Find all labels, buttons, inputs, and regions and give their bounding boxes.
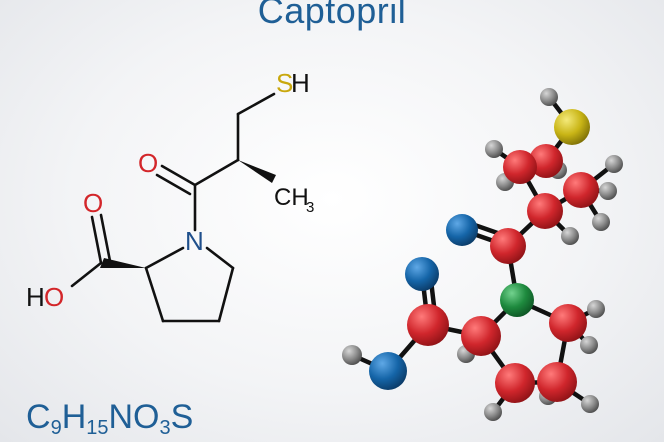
bond-ring-1 — [205, 246, 235, 270]
bond-acid-co-1 — [90, 215, 103, 265]
atom-ball-carbon — [461, 316, 501, 356]
formula-element-no: NO — [108, 398, 160, 436]
formula-element-c: C — [26, 398, 51, 436]
atom-ball-oxygen — [446, 214, 478, 246]
atom-ball-carbon — [407, 304, 449, 346]
atom-ball-carbon — [527, 193, 563, 229]
atom-ball-hydrogen — [540, 88, 558, 106]
bond-acid-co-2 — [99, 213, 112, 263]
bond-ring-4 — [144, 266, 165, 323]
atom-ball-carbon — [503, 150, 537, 184]
atom-ball-oxygen — [369, 352, 407, 390]
formula-subscript-o: 3 — [159, 417, 171, 439]
atom-ball-carbon — [490, 228, 526, 264]
atom-label-n: N — [185, 226, 204, 256]
bond-s-ch2 — [236, 92, 276, 116]
bond-c-o-2 — [155, 173, 192, 196]
wedge-bond-acid — [100, 258, 146, 268]
atom-ball-hydrogen — [485, 140, 503, 158]
atom-label-carbonyl-o: O — [138, 148, 158, 178]
atom-label-methyl: CH — [274, 184, 309, 211]
bond-acid-oh — [70, 261, 103, 288]
formula-element-h: H — [61, 398, 87, 436]
molecule-title: Captopril — [257, 0, 407, 31]
molecular-formula: C9H15NO3S — [26, 398, 193, 440]
atom-ball-carbon — [537, 362, 577, 402]
atom-label-s: S — [276, 68, 293, 98]
atom-label-acid-o: O — [83, 188, 103, 218]
ball-and-stick-model — [342, 88, 623, 421]
bond-ring-5 — [144, 246, 185, 270]
atom-label-hydroxyl-h: H — [26, 282, 45, 312]
formula-subscript-h: 15 — [86, 417, 109, 439]
atom-ball-hydrogen — [592, 213, 610, 231]
skeletal-formula — [70, 92, 276, 323]
atom-ball-hydrogen — [342, 345, 362, 365]
atom-ball-carbon — [563, 172, 599, 208]
atom-label-sh-h: H — [291, 68, 310, 98]
atom-ball-carbon — [529, 144, 563, 178]
atom-ball-hydrogen — [581, 395, 599, 413]
formula-subscript-c: 9 — [50, 417, 62, 439]
atom-label-hydroxyl-o: O — [44, 282, 64, 312]
atom-ball-hydrogen — [484, 403, 502, 421]
atom-ball-hydrogen — [587, 300, 605, 318]
atom-ball-sulfur — [554, 109, 590, 145]
atom-ball-hydrogen — [599, 182, 617, 200]
atom-label-methyl-sub: 3 — [306, 199, 314, 216]
atom-ball-oxygen — [405, 257, 439, 291]
formula-element-s: S — [170, 398, 194, 436]
bond-ch-carbonyl — [193, 158, 240, 187]
bond-c-o-1 — [160, 164, 197, 187]
bond-ring-2 — [217, 266, 235, 323]
atom-ball-nitrogen — [500, 283, 534, 317]
atom-ball-hydrogen — [561, 227, 579, 245]
wedge-bond-methyl — [238, 160, 276, 183]
atom-ball-carbon — [495, 363, 535, 403]
atom-ball-carbon — [549, 304, 587, 342]
atom-ball-hydrogen — [580, 336, 598, 354]
atom-ball-hydrogen — [605, 155, 623, 173]
